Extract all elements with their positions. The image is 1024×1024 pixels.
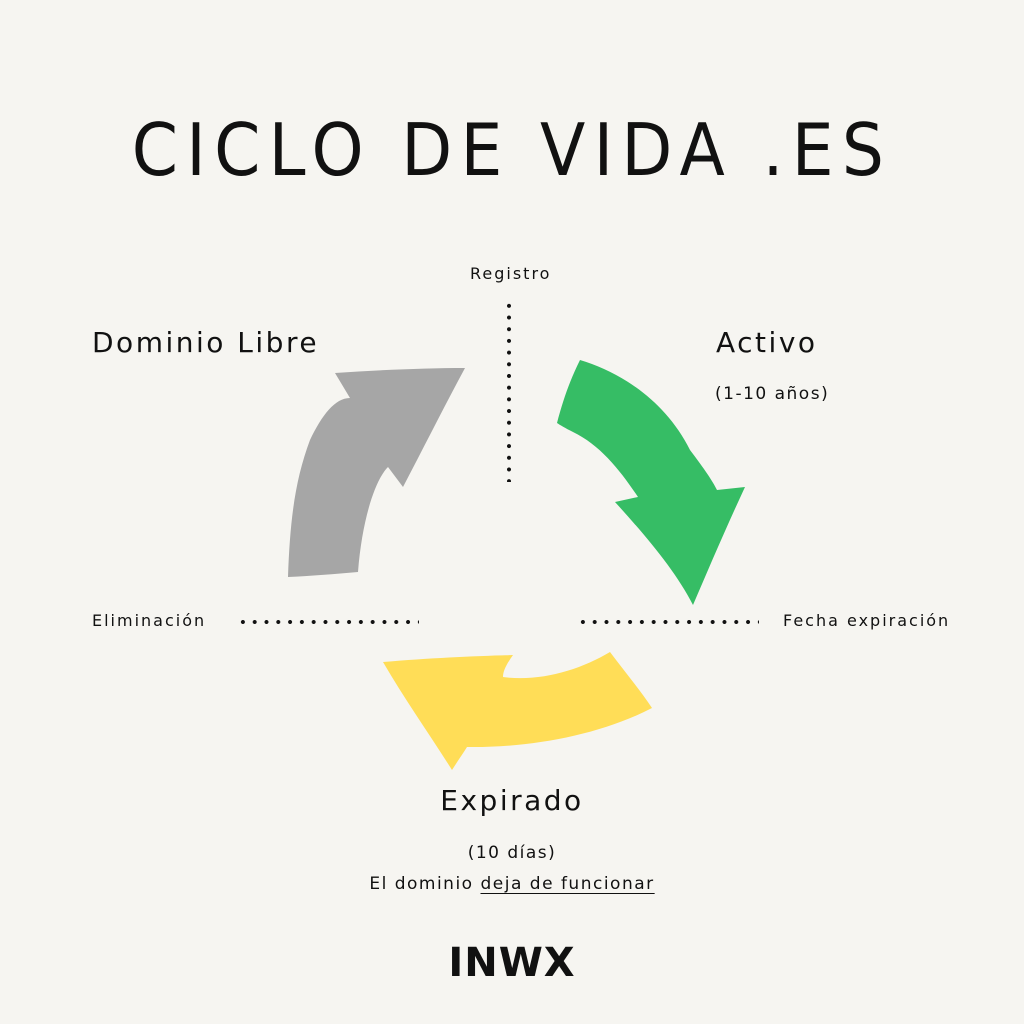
stage-registro-label: Registro — [470, 264, 552, 283]
stage-expirado-duration: (10 días) — [467, 843, 557, 863]
stage-dominio-libre-label: Dominio Libre — [92, 326, 320, 359]
stage-expirado-label: Expirado — [440, 784, 584, 817]
expiracion-dotted-line — [577, 619, 759, 625]
eliminacion-dotted-line — [237, 619, 419, 625]
registro-dotted-line — [507, 300, 511, 482]
stage-activo-label: Activo — [716, 326, 818, 359]
page-title: CICLO DE VIDA .ES — [131, 108, 893, 192]
arrow-expirado-icon — [383, 652, 652, 770]
inwx-logo: INWX — [448, 940, 576, 986]
stage-fecha-expiracion-label: Fecha expiración — [783, 611, 951, 630]
stage-eliminacion-label: Eliminación — [92, 611, 207, 630]
stage-expirado-note: El dominio deja de funcionar — [0, 874, 1024, 894]
note-emphasis: deja de funcionar — [480, 874, 655, 894]
stage-activo-duration: (1-10 años) — [715, 384, 830, 404]
arrow-activo-icon — [557, 360, 745, 605]
note-prefix: El dominio — [369, 874, 481, 894]
arrow-dominio-libre-icon — [288, 368, 465, 577]
